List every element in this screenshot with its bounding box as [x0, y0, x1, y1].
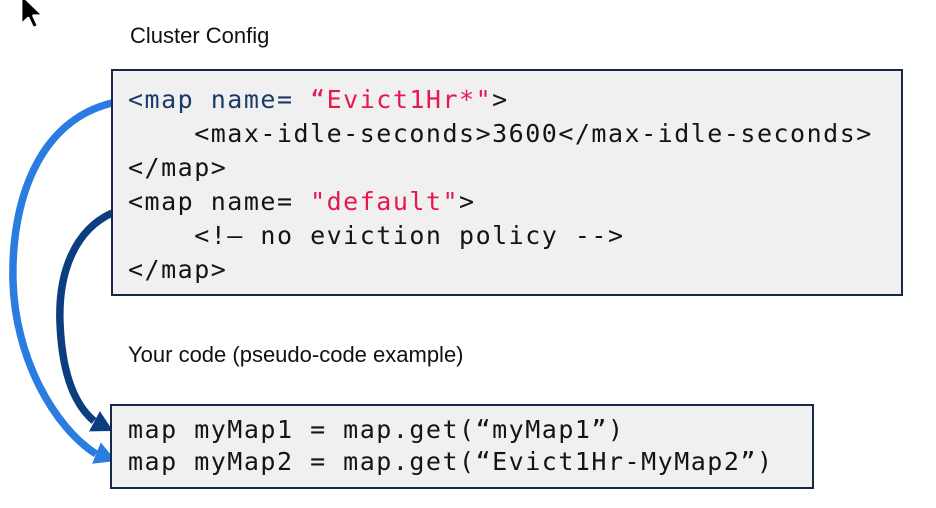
config-section-title: Cluster Config — [130, 23, 270, 48]
config-code-line: <!– no eviction policy --> — [128, 221, 625, 250]
pseudo-code-line: map myMap1 = map.get(“myMap1”) — [128, 415, 625, 444]
arrowhead-navy-icon — [89, 411, 113, 432]
config-code-line: </map> — [128, 255, 228, 284]
config-code-line: <map name= “Evict1Hr*"> — [128, 85, 509, 114]
config-code-line: </map> — [128, 153, 228, 182]
pseudo-code-line: map myMap2 = map.get(“Evict1Hr-MyMap2”) — [128, 447, 774, 476]
mouse-cursor-icon — [13, 0, 47, 41]
config-code-line: <max-idle-seconds>3600</max-idle-seconds… — [128, 119, 873, 148]
code-section-title: Your code (pseudo-code example) — [128, 342, 464, 367]
config-code-line: <map name= "default"> — [128, 187, 476, 216]
cluster-config-code-box: <map name= “Evict1Hr*"> <max-idle-second… — [111, 69, 903, 296]
arrow-default-map-to-mymap1 — [56, 209, 114, 432]
pseudo-code-box: map myMap1 = map.get(“myMap1”) map myMap2… — [110, 404, 814, 489]
